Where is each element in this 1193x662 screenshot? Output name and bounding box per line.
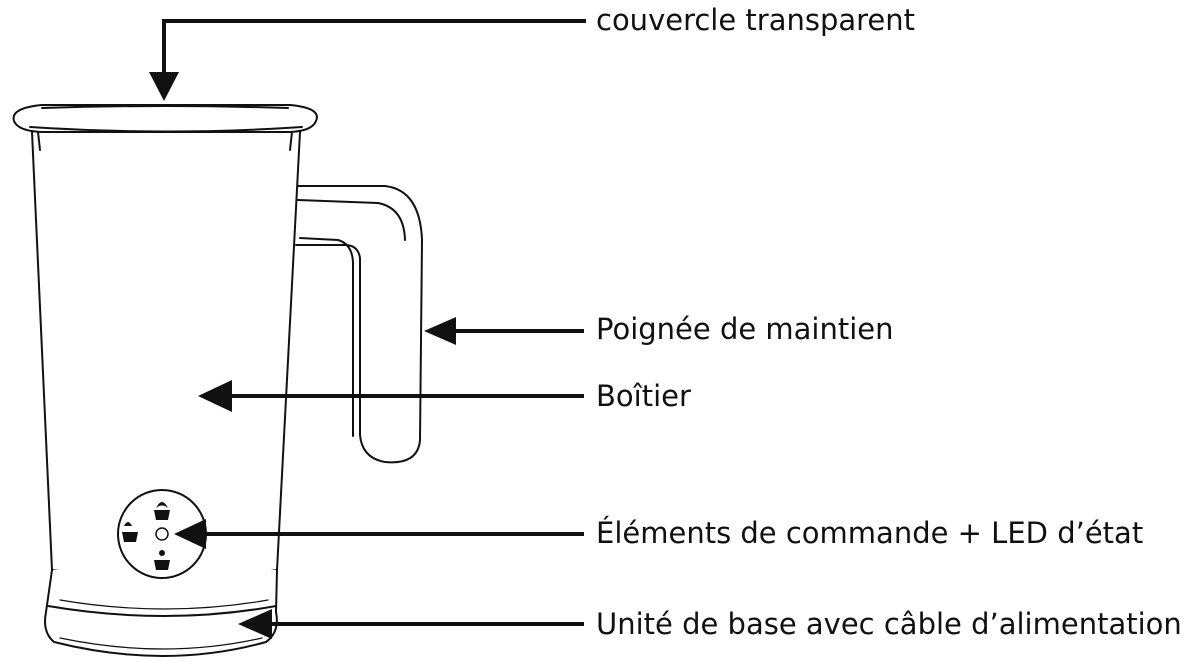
callout-arrows xyxy=(149,19,586,639)
hot-cup-icon xyxy=(122,522,138,542)
label-controls: Éléments de commande + LED d’état xyxy=(596,516,1144,550)
base-arrow xyxy=(238,609,584,639)
label-lid: couvercle transparent xyxy=(596,3,916,37)
lid-illustration xyxy=(12,104,318,133)
housing-illustration xyxy=(31,131,301,571)
label-housing: Boîtier xyxy=(596,379,691,413)
control-icons xyxy=(122,502,170,570)
handle-arrow xyxy=(424,317,584,345)
label-base: Unité de base avec câble d’alimentation xyxy=(596,607,1182,641)
base-unit-illustration xyxy=(44,569,278,657)
controls-arrow xyxy=(174,519,584,549)
label-handle: Poignée de maintien xyxy=(596,312,894,346)
cold-foam-icon xyxy=(154,550,170,570)
handle-illustration xyxy=(295,185,423,464)
housing-arrow xyxy=(198,380,584,412)
lid-arrow xyxy=(149,19,586,101)
milk-foam-cup-icon xyxy=(154,502,170,520)
